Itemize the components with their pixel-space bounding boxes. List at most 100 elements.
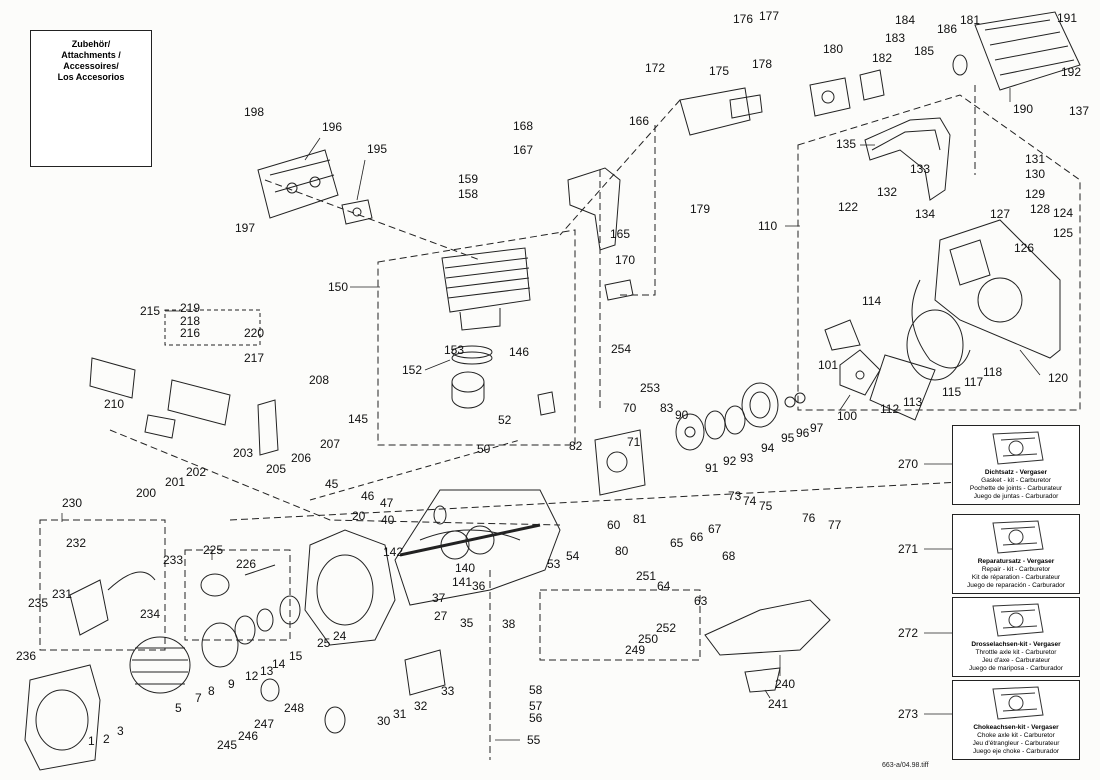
- bracket-215: [164, 309, 261, 346]
- kit-box-273: Chokeachsen-kit - Vergaser Choke axle ki…: [952, 680, 1080, 760]
- part-label-113: 113: [903, 395, 922, 409]
- part-label-203: 203: [233, 446, 253, 460]
- part-label-145: 145: [348, 412, 368, 426]
- part-label-37: 37: [432, 591, 446, 605]
- part-label-142: 142: [383, 545, 403, 559]
- kit-box-270: Dichtsatz - Vergaser Gasket - kit - Carb…: [952, 425, 1080, 505]
- part-label-30: 30: [377, 714, 391, 728]
- part-label-45: 45: [325, 477, 339, 491]
- part-label-198: 198: [244, 105, 264, 119]
- part-label-101: 101: [818, 358, 838, 372]
- part-label-202: 202: [186, 465, 206, 479]
- part-label-129: 129: [1025, 187, 1045, 201]
- part-label-91: 91: [705, 461, 719, 475]
- part-label-184: 184: [895, 13, 915, 27]
- part-label-167: 167: [513, 143, 533, 157]
- leader-152: [424, 359, 451, 371]
- part-label-249: 249: [625, 643, 645, 657]
- part-label-33: 33: [441, 684, 455, 698]
- kit-272-line-en: Throttle axle kit - Carburetor: [975, 649, 1057, 656]
- part-label-137: 137: [1069, 104, 1089, 118]
- kit-272-line-fr: Jeu d'axe - Carburateur: [981, 657, 1051, 664]
- part-label-15: 15: [289, 649, 303, 663]
- part-label-71: 71: [627, 435, 641, 449]
- part-label-176: 176: [733, 12, 753, 26]
- part-label-245: 245: [217, 738, 237, 752]
- part-label-195: 195: [367, 142, 387, 156]
- part-label-1: 1: [88, 734, 95, 748]
- part-label-124: 124: [1053, 206, 1073, 220]
- part-label-64: 64: [657, 579, 671, 593]
- part-label-208: 208: [309, 373, 329, 387]
- part-label-128: 128: [1030, 202, 1050, 216]
- part-label-236: 236: [16, 649, 36, 663]
- part-label-31: 31: [393, 707, 407, 721]
- part-label-58: 58: [529, 683, 543, 697]
- part-label-54: 54: [566, 549, 580, 563]
- part-label-272: 272: [898, 626, 918, 640]
- part-label-27: 27: [434, 609, 448, 623]
- bottom-plate-shape: [704, 599, 831, 656]
- part-label-146: 146: [509, 345, 529, 359]
- kit-273-line-de: Chokeachsen-kit - Vergaser: [973, 724, 1059, 731]
- part-label-115: 115: [942, 385, 961, 399]
- kit-271-line-en: Repair - kit - Carburetor: [981, 566, 1051, 573]
- part-label-81: 81: [633, 512, 647, 526]
- part-label-270: 270: [898, 457, 918, 471]
- part-label-2: 2: [103, 732, 110, 746]
- part-label-225: 225: [203, 543, 223, 557]
- part-label-117: 117: [964, 375, 983, 389]
- part-label-150: 150: [328, 280, 348, 294]
- part-label-82: 82: [569, 439, 583, 453]
- kit-273-text: Chokeachsen-kit - Vergaser Choke axle ki…: [953, 724, 1079, 756]
- part-label-230: 230: [62, 496, 82, 510]
- part-label-12: 12: [245, 669, 259, 683]
- part-label-205: 205: [266, 462, 286, 476]
- guide-line-175: [559, 99, 681, 236]
- part-label-96: 96: [796, 426, 810, 440]
- part-label-179: 179: [690, 202, 710, 216]
- leader-241: [764, 689, 771, 699]
- part-label-56: 56: [529, 711, 543, 725]
- part-label-68: 68: [722, 549, 736, 563]
- part-label-9: 9: [228, 677, 235, 691]
- part-label-8: 8: [208, 684, 215, 698]
- part-label-216: 216: [180, 326, 200, 340]
- leader-196: [304, 137, 321, 161]
- part-label-190: 190: [1013, 102, 1033, 116]
- part-label-246: 246: [238, 729, 258, 743]
- clutch-cover-shape: [934, 219, 1061, 359]
- part-label-38: 38: [502, 617, 516, 631]
- part-label-233: 233: [163, 553, 183, 567]
- kit-271-line-es: Juego de reparación - Carburador: [967, 582, 1065, 589]
- part-label-135: 135: [836, 137, 856, 151]
- part-label-165: 165: [610, 227, 630, 241]
- part-label-74: 74: [743, 494, 757, 508]
- kit-box-271: Reparatursatz - Vergaser Repair - kit - …: [952, 514, 1080, 594]
- part-label-112: 112: [880, 402, 899, 416]
- part-label-226: 226: [236, 557, 256, 571]
- part-label-166: 166: [629, 114, 649, 128]
- part-label-134: 134: [915, 207, 935, 221]
- part-label-55: 55: [527, 733, 541, 747]
- kit-271-line-de: Reparatursatz - Vergaser: [977, 558, 1055, 565]
- part-label-271: 271: [898, 542, 918, 556]
- cylinder-shape: [441, 247, 531, 313]
- part-label-7: 7: [195, 691, 202, 705]
- guide-line-main: [229, 479, 1001, 521]
- part-label-232: 232: [66, 536, 86, 550]
- part-label-192: 192: [1061, 65, 1081, 79]
- part-label-122: 122: [838, 200, 858, 214]
- part-label-93: 93: [740, 451, 754, 465]
- part-label-24: 24: [333, 629, 347, 643]
- part-label-127: 127: [990, 207, 1010, 221]
- part-label-252: 252: [656, 621, 676, 635]
- part-label-254: 254: [611, 342, 631, 356]
- intake-manifold-shape: [679, 87, 751, 136]
- kit-273-line-en: Choke axle kit - Carburetor: [977, 732, 1055, 739]
- part-label-100: 100: [837, 409, 857, 423]
- file-name: 663-a/04.98.tiff: [882, 762, 929, 769]
- part-label-57: 57: [529, 699, 543, 713]
- part-label-158: 158: [458, 187, 478, 201]
